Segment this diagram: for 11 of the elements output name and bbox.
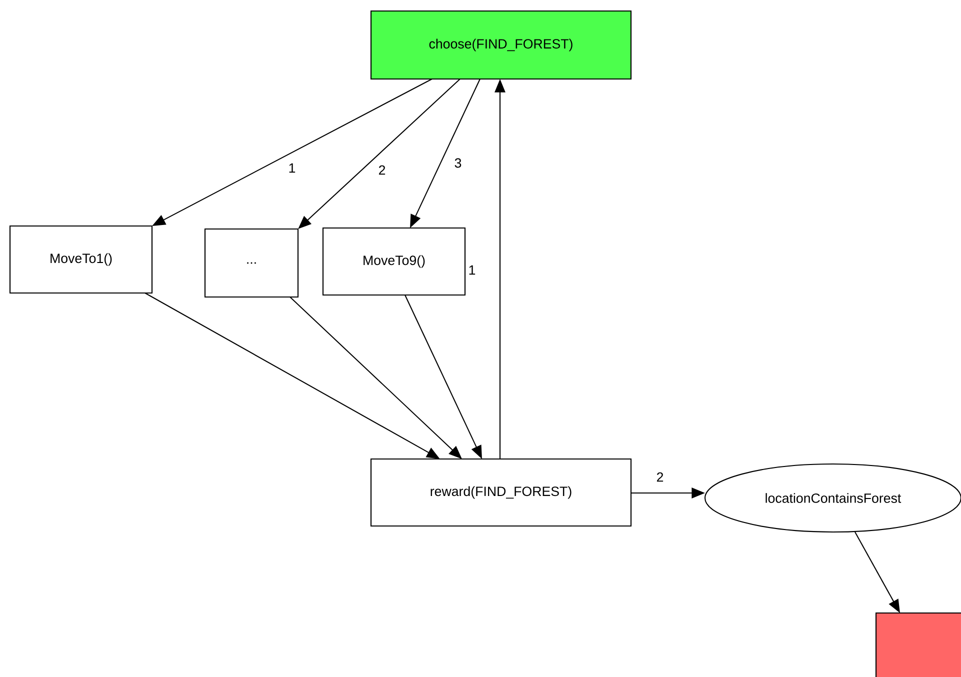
process-box: reward(FIND_FOREST) — [370, 458, 632, 527]
edge-label: 2 — [376, 164, 388, 176]
edge-label: 1 — [466, 264, 478, 276]
process-box: ... — [204, 228, 299, 298]
process-box: choose(FIND_FOREST) — [370, 10, 632, 80]
edge-label: 3 — [452, 156, 464, 170]
process-box: MoveTo1() — [9, 225, 153, 294]
process-box: MoveTo9() — [322, 227, 466, 296]
terminal-box — [875, 612, 961, 677]
edge-label: 1 — [286, 162, 298, 174]
edge-label: 2 — [654, 471, 666, 483]
